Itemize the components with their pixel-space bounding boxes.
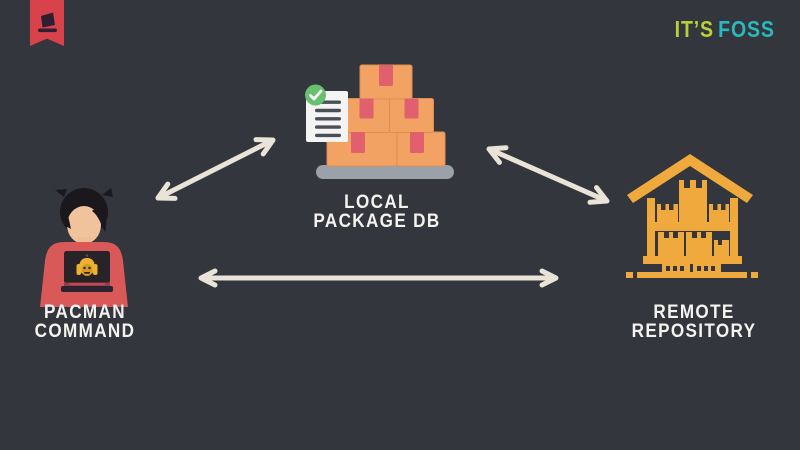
label-pacman-command-line1: PACMAN [44, 302, 126, 323]
warehouse-icon [626, 154, 758, 278]
checklist-document-icon [305, 84, 348, 142]
itsfoss-ribbon-icon [30, 0, 64, 46]
label-local-package-db-line1: LOCAL [344, 192, 410, 213]
laptop-logo-glyph [38, 12, 57, 33]
logo-text-its: IT’S [674, 16, 715, 42]
tux-penguin-icon [76, 258, 98, 276]
check-badge-icon [305, 84, 326, 106]
label-remote-repository-line1: REMOTE [653, 302, 735, 323]
label-local-package-db: LOCAL PACKAGE DB [278, 192, 476, 232]
logo-text-foss: FOSS [718, 16, 775, 42]
label-remote-repository-line2: REPOSITORY [631, 320, 757, 342]
arrow-pacman-localdb [155, 137, 276, 201]
crate-notches [661, 180, 726, 271]
pallet [316, 165, 454, 179]
label-pacman-command: PACMAN COMMAND [0, 302, 184, 342]
label-remote-repository: REMOTE REPOSITORY [595, 302, 793, 342]
box-tape-stripes [351, 65, 424, 153]
package-boxes-with-checklist-icon [305, 64, 454, 179]
person-with-laptop-icon [40, 188, 128, 307]
label-local-package-db-line2: PACKAGE DB [313, 210, 441, 232]
label-pacman-command-line2: COMMAND [34, 320, 136, 342]
laptop-icon [61, 251, 113, 292]
arrow-localdb-remote [486, 145, 610, 205]
warehouse-structure [626, 154, 758, 278]
arrow-pacman-remote [198, 268, 559, 288]
